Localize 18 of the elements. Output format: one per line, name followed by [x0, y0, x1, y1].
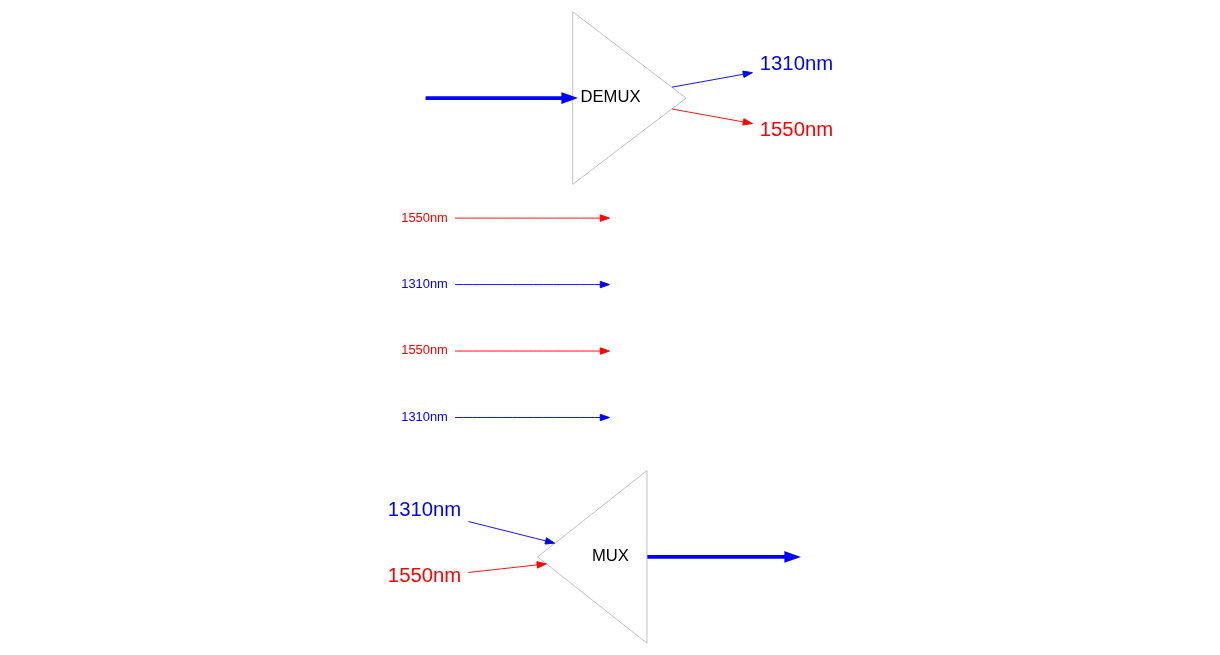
node-text: 1550nm [759, 118, 833, 141]
arrow [467, 561, 547, 573]
node-text: 1310nm [400, 408, 448, 424]
node-text: 1310nm [387, 497, 461, 520]
node-text: 1550nm [400, 209, 448, 225]
node-text: 1550nm [387, 564, 461, 587]
node-text: 1550nm [400, 342, 448, 358]
node-text: 1310nm [400, 275, 448, 291]
arrow [646, 551, 801, 563]
arrow [454, 413, 610, 422]
arrow [425, 92, 578, 104]
arrow [454, 347, 610, 355]
arrow [467, 521, 555, 545]
arrow [671, 70, 753, 88]
arrow [454, 214, 610, 222]
node-text: 1310nm [759, 52, 833, 75]
arrow [454, 280, 610, 289]
arrow [671, 108, 753, 126]
